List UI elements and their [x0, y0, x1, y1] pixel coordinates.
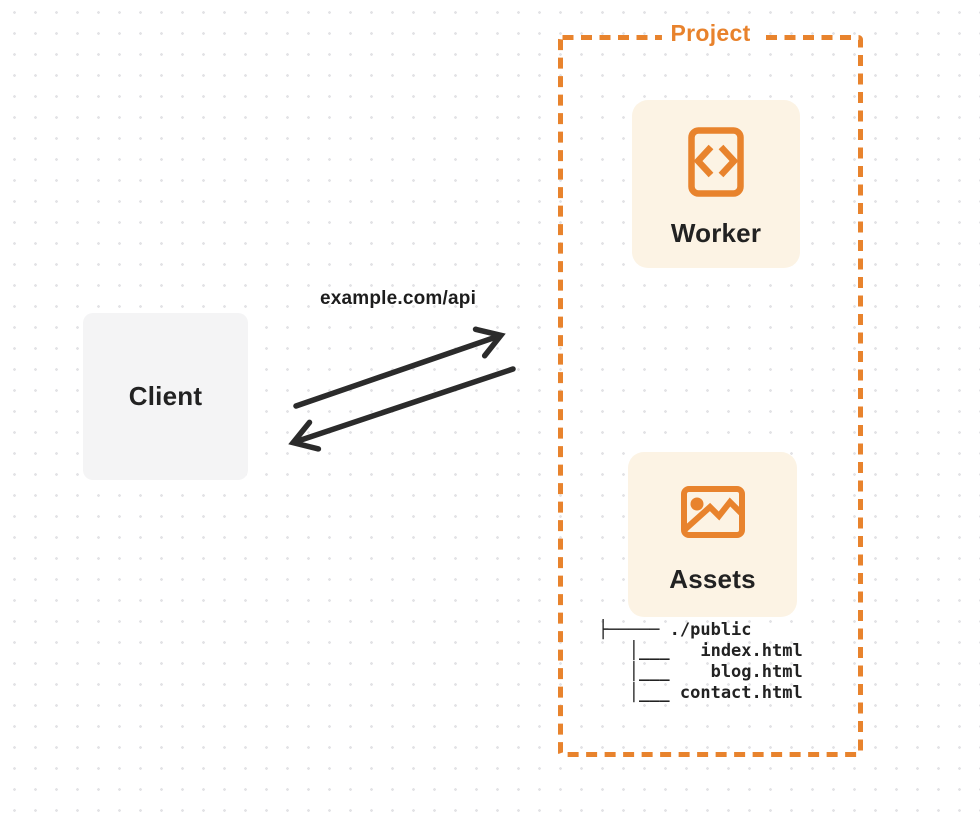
worker-card: Worker — [632, 100, 800, 268]
assets-card: Assets — [628, 452, 797, 617]
project-boundary: Project — [558, 20, 863, 757]
worker-label: Worker — [670, 218, 762, 248]
image-icon — [680, 486, 745, 538]
code-file-icon — [688, 127, 744, 197]
file-tree-line-contact: │___ contact.html — [598, 683, 803, 703]
response-arrow — [288, 366, 516, 452]
file-tree: ├───── ./public │___ index.html │___ blo… — [598, 620, 803, 704]
assets-label: Assets — [669, 564, 756, 594]
file-tree-line-blog: │___ blog.html — [598, 662, 803, 682]
request-url-label: example.com/api — [319, 288, 477, 309]
file-tree-line-public: ├───── ./public — [598, 620, 752, 640]
project-label: Project — [661, 20, 760, 47]
client-node: Client — [83, 313, 248, 480]
client-label: Client — [128, 381, 203, 411]
request-arrow — [293, 326, 506, 409]
file-tree-line-index: │___ index.html — [598, 641, 803, 661]
